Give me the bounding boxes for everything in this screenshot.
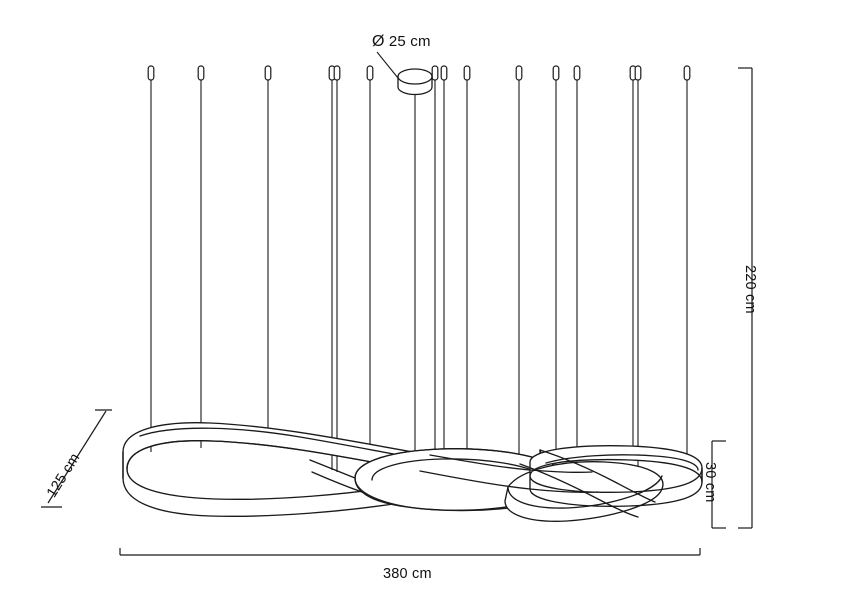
dimension-depth (41, 409, 112, 508)
lamp-ribbon-loops (122, 422, 703, 522)
canopy-diameter-unit: cm (410, 33, 431, 50)
cable-ceiling-mounts (147, 65, 691, 81)
ceiling-canopy (397, 68, 433, 96)
ceiling-mount-icon (431, 65, 439, 81)
ceiling-mount-icon (463, 65, 471, 81)
ceiling-mount-icon (197, 65, 205, 81)
canopy-diameter-value: 25 (388, 33, 406, 50)
ceiling-mount-icon (634, 65, 642, 81)
ceiling-mount-icon (147, 65, 155, 81)
right-back-loop-inner-edge (545, 454, 699, 471)
diagonal-connector-a (539, 449, 656, 503)
canopy-diameter-label: Ø 25 cm (372, 33, 431, 51)
dimension-suspension-height (738, 67, 753, 529)
suspension-cables (150, 78, 688, 492)
center-left-crossover-2 (311, 471, 363, 493)
ceiling-mount-icon (683, 65, 691, 81)
ceiling-mount-icon (333, 65, 341, 81)
diagonal-connector-b (519, 463, 639, 518)
width-label: 380 cm (383, 566, 432, 582)
diameter-symbol-icon: Ø (372, 33, 385, 50)
right-front-loop-edge (507, 475, 663, 509)
crossing-strand-lower (419, 470, 599, 494)
crossing-strand-upper (429, 454, 593, 474)
suspension-height-label: 220 cm (742, 265, 758, 314)
ceiling-mount-icon (440, 65, 448, 81)
ceiling-mount-icon (573, 65, 581, 81)
depth-dimension-line (47, 410, 107, 504)
center-left-crossover (309, 459, 356, 479)
canopy-leader-line (376, 51, 399, 79)
ceiling-mount-icon (366, 65, 374, 81)
ceiling-mount-icon (264, 65, 272, 81)
dimension-fixture-height (711, 440, 726, 529)
canopy-top-ellipse (397, 68, 433, 85)
dimension-width (119, 548, 701, 556)
ceiling-mount-icon (515, 65, 523, 81)
ceiling-mount-icon (552, 65, 560, 81)
fixture-height-label: 30 cm (702, 462, 718, 503)
